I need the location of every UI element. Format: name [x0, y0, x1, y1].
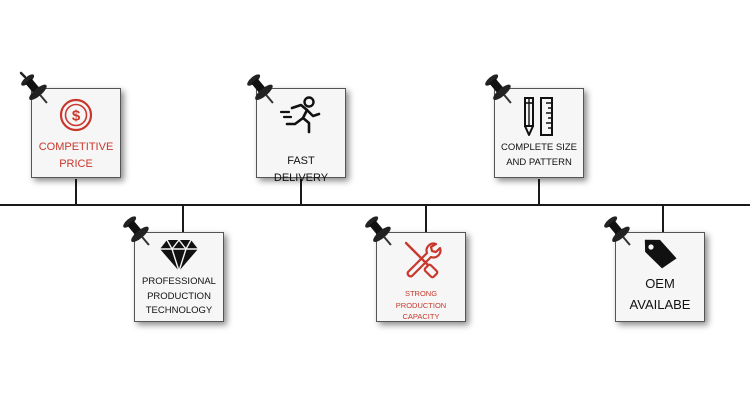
connector	[300, 179, 302, 205]
connector	[662, 205, 664, 232]
running-person-icon	[279, 96, 321, 134]
feature-label: FAST DELIVERY	[273, 155, 329, 185]
dollar-coin-icon: $	[59, 98, 93, 132]
feature-label: OEM AVAILABE	[629, 276, 691, 313]
feature-card-complete-size: COMPLETE SIZE AND PATTERN	[494, 88, 584, 178]
feature-card-professional-tech: PROFESSIONAL PRODUCTION TECHNOLOGY	[134, 232, 224, 322]
connector	[182, 205, 184, 232]
wrench-screwdriver-icon	[404, 241, 442, 279]
feature-card-strong-capacity: STRONG PRODUCTION CAPACITY	[376, 232, 466, 322]
feature-label: PROFESSIONAL PRODUCTION TECHNOLOGY	[142, 276, 216, 317]
svg-text:$: $	[72, 108, 81, 125]
connector	[425, 205, 427, 232]
feature-label: COMPLETE SIZE AND PATTERN	[500, 142, 577, 168]
push-pin-icon	[123, 216, 150, 246]
feature-label: STRONG PRODUCTION CAPACITY	[395, 289, 447, 322]
push-pin-icon	[19, 71, 48, 104]
connector	[538, 179, 540, 205]
diamond-icon	[160, 238, 198, 272]
feature-label: COMPETITIVE PRICE	[38, 141, 114, 171]
push-pin-icon	[604, 216, 631, 246]
pencil-ruler-icon	[524, 97, 553, 136]
timeline-line	[0, 204, 750, 206]
feature-card-oem-available: OEM AVAILABE	[615, 232, 705, 322]
connector	[75, 179, 77, 205]
push-pin-icon	[365, 216, 392, 246]
push-pin-icon	[485, 74, 512, 104]
feature-card-fast-delivery: FAST DELIVERY	[256, 88, 346, 184]
price-tag-icon	[644, 239, 677, 269]
push-pin-icon	[247, 74, 274, 104]
